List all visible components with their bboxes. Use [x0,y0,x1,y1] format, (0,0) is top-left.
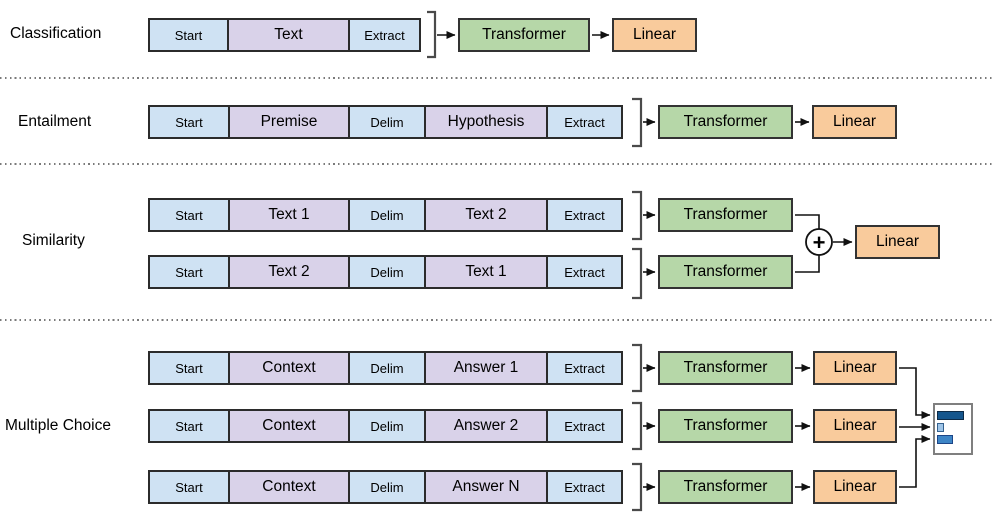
extract-bracket [632,190,643,241]
segment-text-1: Text 1 [424,257,546,287]
wire-linear-to-chart [899,435,931,488]
segment-start: Start [150,200,228,230]
transformer-box: Transformer [658,351,793,385]
task-label-entailment: Entailment [18,113,92,130]
linear-box: Linear [813,351,897,385]
segment-text-2: Text 2 [424,200,546,230]
extract-bracket [427,10,437,59]
segment-extract: Extract [546,411,621,441]
input-sequence: Start Context Delim Answer 1 Extract [148,351,623,385]
extract-bracket [632,401,643,451]
segment-extract: Extract [546,472,621,502]
input-sequence: Start Text 2 Delim Text 1 Extract [148,255,623,289]
segment-text: Text [227,20,348,50]
segment-start: Start [150,20,227,50]
segment-hypothesis: Hypothesis [424,107,546,137]
segment-extract: Extract [348,20,419,50]
input-sequence: Start Premise Delim Hypothesis Extract [148,105,623,139]
wire-transformer-to-plus [795,255,820,273]
segment-start: Start [150,472,228,502]
input-sequence: Start Context Delim Answer 2 Extract [148,409,623,443]
linear-box: Linear [813,409,897,443]
plus-sign: + [813,230,826,255]
segment-answer-2: Answer 2 [424,411,546,441]
extract-bracket [632,343,643,393]
segment-start: Start [150,411,228,441]
segment-extract: Extract [546,200,621,230]
chart-bar-answer-2 [937,423,944,432]
transformer-box: Transformer [458,18,590,52]
segment-delim: Delim [348,353,424,383]
segment-text-2: Text 2 [228,257,348,287]
transformer-box: Transformer [658,105,793,139]
segment-answer-1: Answer 1 [424,353,546,383]
segment-text-1: Text 1 [228,200,348,230]
linear-box: Linear [812,105,897,139]
transformer-box: Transformer [658,255,793,289]
wire-linear-to-chart [899,367,931,419]
segment-start: Start [150,353,228,383]
input-sequence: Start Text Extract [148,18,421,52]
section-divider [0,319,994,321]
extract-bracket [632,462,643,512]
segment-context: Context [228,353,348,383]
bar-chart-icon [933,403,973,455]
wire-transformer-to-plus [795,214,820,229]
linear-box: Linear [855,225,940,259]
segment-premise: Premise [228,107,348,137]
segment-delim: Delim [348,257,424,287]
transformer-box: Transformer [658,198,793,232]
segment-delim: Delim [348,107,424,137]
chart-bar-answer-1 [937,411,964,420]
input-sequence: Start Context Delim Answer N Extract [148,470,623,504]
plus-icon [805,228,833,256]
segment-delim: Delim [348,411,424,441]
segment-delim: Delim [348,200,424,230]
segment-extract: Extract [546,353,621,383]
segment-extract: Extract [546,107,621,137]
segment-delim: Delim [348,472,424,502]
task-label-multiple-choice: Multiple Choice [5,417,111,434]
linear-box: Linear [612,18,697,52]
section-divider [0,163,994,165]
task-label-similarity: Similarity [22,232,85,249]
input-sequence: Start Text 1 Delim Text 2 Extract [148,198,623,232]
extract-bracket [632,97,643,148]
segment-context: Context [228,411,348,441]
segment-extract: Extract [546,257,621,287]
task-label-classification: Classification [10,25,102,42]
segment-start: Start [150,257,228,287]
transformer-box: Transformer [658,409,793,443]
chart-bar-answer-n [937,435,953,444]
section-divider [0,77,994,79]
segment-answer-n: Answer N [424,472,546,502]
transformer-box: Transformer [658,470,793,504]
segment-start: Start [150,107,228,137]
segment-context: Context [228,472,348,502]
extract-bracket [632,247,643,300]
linear-box: Linear [813,470,897,504]
